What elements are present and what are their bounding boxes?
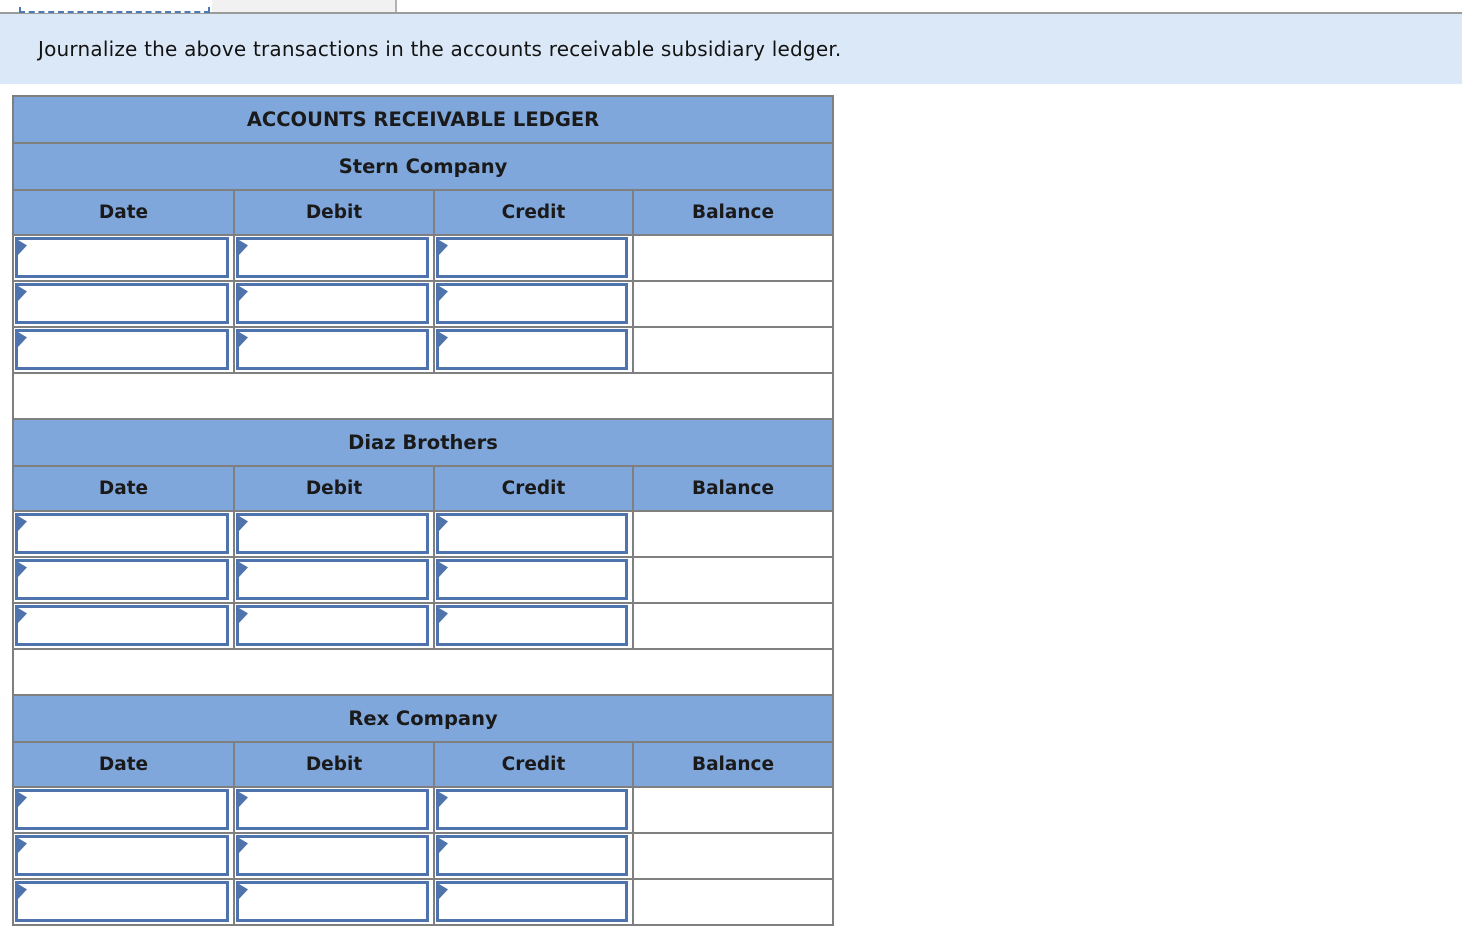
section-name-rex: Rex Company — [11, 694, 835, 743]
diaz-row3-balance-cell — [631, 602, 835, 650]
stern-row1-debit-input[interactable] — [236, 237, 429, 278]
table-row — [12, 510, 835, 558]
worksheet-tab-selected[interactable] — [19, 0, 210, 13]
instruction-text: Journalize the above transactions in the… — [38, 37, 842, 61]
rex-col-header-date: Date — [12, 741, 235, 788]
cell-flag-icon — [18, 838, 27, 853]
stern-row3-credit-input[interactable] — [436, 329, 628, 370]
diaz-row2-debit-input[interactable] — [236, 559, 429, 600]
cell-flag-icon — [18, 516, 27, 531]
cell-flag-icon — [239, 884, 248, 899]
cell-flag-icon — [439, 332, 448, 347]
rex-row2-credit-input[interactable] — [436, 835, 628, 876]
stern-row2-date-input[interactable] — [15, 283, 229, 324]
stern-col-header-balance: Balance — [631, 189, 835, 236]
rex-row2-balance-cell — [631, 832, 835, 880]
instruction-banner: Journalize the above transactions in the… — [0, 14, 1462, 84]
rex-row1-date-input[interactable] — [15, 789, 229, 830]
diaz-row1-date-input[interactable] — [15, 513, 229, 554]
rex-col-header-credit: Credit — [433, 741, 634, 788]
rex-row3-date-input[interactable] — [15, 881, 229, 922]
rex-row3-credit-input[interactable] — [436, 881, 628, 922]
cell-flag-icon — [439, 792, 448, 807]
cell-flag-icon — [239, 838, 248, 853]
table-row — [12, 832, 835, 880]
section-name-diaz: Diaz Brothers — [11, 418, 835, 467]
diaz-col-header-balance: Balance — [631, 465, 835, 512]
section-spacer — [11, 372, 835, 420]
table-row — [12, 280, 835, 328]
section-spacer — [11, 648, 835, 696]
cell-flag-icon — [239, 792, 248, 807]
diaz-row1-credit-input[interactable] — [436, 513, 628, 554]
cell-flag-icon — [18, 792, 27, 807]
cell-flag-icon — [439, 286, 448, 301]
stern-row1-date-input[interactable] — [15, 237, 229, 278]
diaz-col-header-date: Date — [12, 465, 235, 512]
accounts-receivable-ledger-table: ACCOUNTS RECEIVABLE LEDGER Stern Company… — [11, 95, 835, 926]
stern-row1-balance-cell — [631, 234, 835, 282]
diaz-row3-credit-input[interactable] — [436, 605, 628, 646]
rex-row1-credit-input[interactable] — [436, 789, 628, 830]
table-row — [12, 234, 835, 282]
cell-flag-icon — [439, 516, 448, 531]
cell-flag-icon — [239, 516, 248, 531]
table-row — [12, 878, 835, 926]
diaz-col-header-credit: Credit — [433, 465, 634, 512]
cell-flag-icon — [239, 562, 248, 577]
stern-row2-credit-input[interactable] — [436, 283, 628, 324]
cell-flag-icon — [18, 286, 27, 301]
tab-strip-divider — [0, 12, 1462, 14]
worksheet-tab-strip — [0, 0, 1462, 14]
table-row — [12, 602, 835, 650]
diaz-col-header-debit: Debit — [233, 465, 435, 512]
cell-flag-icon — [239, 608, 248, 623]
table-row — [12, 326, 835, 374]
cell-flag-icon — [439, 240, 448, 255]
diaz-row2-credit-input[interactable] — [436, 559, 628, 600]
rex-row1-debit-input[interactable] — [236, 789, 429, 830]
stern-row3-balance-cell — [631, 326, 835, 374]
cell-flag-icon — [18, 240, 27, 255]
stern-col-header-credit: Credit — [433, 189, 634, 236]
rex-row3-balance-cell — [631, 878, 835, 926]
diaz-row3-date-input[interactable] — [15, 605, 229, 646]
diaz-row1-debit-input[interactable] — [236, 513, 429, 554]
table-row — [12, 786, 835, 834]
cell-flag-icon — [239, 286, 248, 301]
rex-col-header-balance: Balance — [631, 741, 835, 788]
stern-row2-debit-input[interactable] — [236, 283, 429, 324]
stern-col-header-debit: Debit — [233, 189, 435, 236]
stern-row3-debit-input[interactable] — [236, 329, 429, 370]
cell-flag-icon — [18, 562, 27, 577]
diaz-row3-debit-input[interactable] — [236, 605, 429, 646]
cell-flag-icon — [18, 884, 27, 899]
stern-col-header-date: Date — [12, 189, 235, 236]
cell-flag-icon — [439, 562, 448, 577]
cell-flag-icon — [18, 332, 27, 347]
section-name-stern: Stern Company — [11, 142, 835, 191]
cell-flag-icon — [439, 838, 448, 853]
diaz-row2-date-input[interactable] — [15, 559, 229, 600]
rex-col-header-debit: Debit — [233, 741, 435, 788]
ledger-title: ACCOUNTS RECEIVABLE LEDGER — [11, 95, 835, 144]
cell-flag-icon — [18, 608, 27, 623]
cell-flag-icon — [239, 332, 248, 347]
rex-row1-balance-cell — [631, 786, 835, 834]
stern-row2-balance-cell — [631, 280, 835, 328]
spacer-gap — [0, 84, 1462, 95]
stern-row3-date-input[interactable] — [15, 329, 229, 370]
cell-flag-icon — [239, 240, 248, 255]
rex-row3-debit-input[interactable] — [236, 881, 429, 922]
rex-row2-date-input[interactable] — [15, 835, 229, 876]
rex-row2-debit-input[interactable] — [236, 835, 429, 876]
diaz-row1-balance-cell — [631, 510, 835, 558]
cell-flag-icon — [439, 608, 448, 623]
stern-row1-credit-input[interactable] — [436, 237, 628, 278]
table-row — [12, 556, 835, 604]
worksheet-tab-next[interactable] — [212, 0, 397, 12]
cell-flag-icon — [439, 884, 448, 899]
diaz-row2-balance-cell — [631, 556, 835, 604]
